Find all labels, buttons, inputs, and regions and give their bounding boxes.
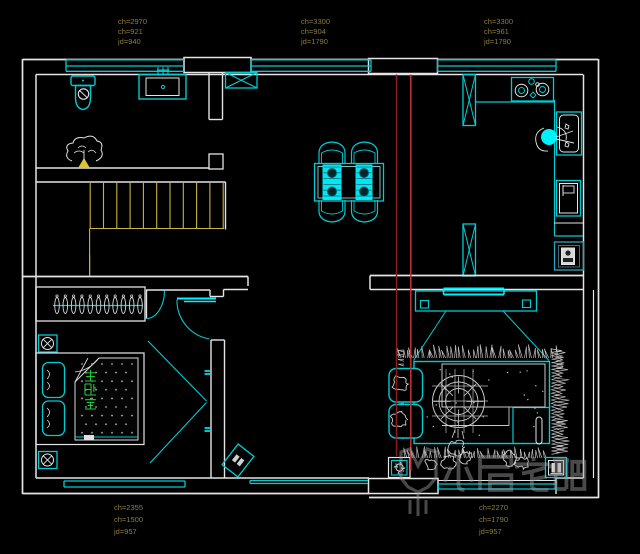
svg-text:jd=1790: jd=1790 <box>483 37 511 46</box>
svg-text:ch=904: ch=904 <box>301 27 326 36</box>
svg-text:ch=1790: ch=1790 <box>479 515 508 524</box>
svg-text:jd=957: jd=957 <box>478 527 502 536</box>
svg-text:ch=961: ch=961 <box>484 27 509 36</box>
svg-text:ch=2355: ch=2355 <box>114 503 143 512</box>
svg-text:ch=2970: ch=2970 <box>118 17 147 26</box>
svg-text:ch=2270: ch=2270 <box>479 503 508 512</box>
svg-text:jd=940: jd=940 <box>117 37 141 46</box>
svg-text:jd=1790: jd=1790 <box>300 37 328 46</box>
svg-text:ch=921: ch=921 <box>118 27 143 36</box>
svg-text:ch=1500: ch=1500 <box>114 515 143 524</box>
svg-text:jd=957: jd=957 <box>113 527 137 536</box>
svg-text:ch=3300: ch=3300 <box>301 17 330 26</box>
svg-text:ch=3300: ch=3300 <box>484 17 513 26</box>
